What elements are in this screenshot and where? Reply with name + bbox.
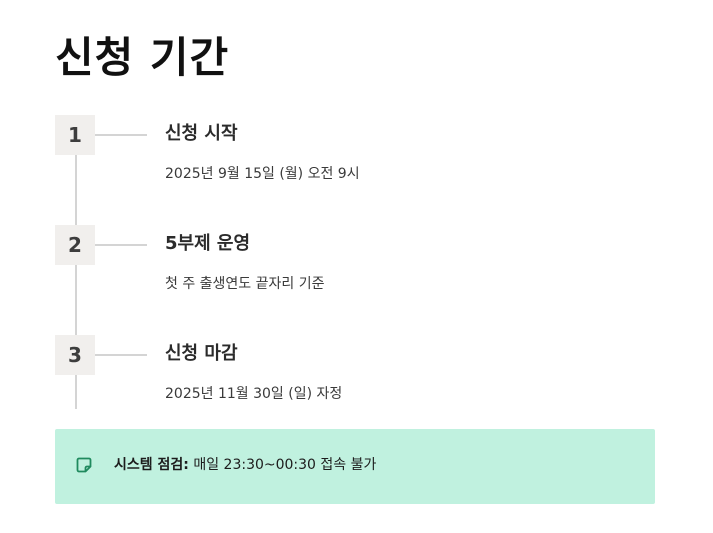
notice-label: 시스템 점검: (114, 457, 189, 473)
application-timeline: 1 신청 시작 2025년 9월 15일 (월) 오전 9시 2 5부제 운영 … (55, 115, 655, 410)
step-description: 2025년 9월 15일 (월) 오전 9시 (165, 166, 360, 182)
step-connector-line (95, 244, 147, 246)
timeline-step-deadline: 3 신청 마감 2025년 11월 30일 (일) 자정 (55, 335, 655, 415)
step-connector-line (95, 354, 147, 356)
step-title: 신청 시작 (165, 123, 238, 144)
step-number-badge: 1 (55, 115, 95, 155)
note-icon (76, 457, 92, 473)
step-number-badge: 2 (55, 225, 95, 265)
timeline-step-rotation: 2 5부제 운영 첫 주 출생연도 끝자리 기준 (55, 225, 655, 305)
notice-text: 매일 23:30~00:30 접속 불가 (188, 457, 377, 473)
step-title: 5부제 운영 (165, 233, 251, 254)
step-description: 첫 주 출생연도 끝자리 기준 (165, 276, 325, 292)
maintenance-notice: 시스템 점검: 매일 23:30~00:30 접속 불가 (55, 429, 655, 504)
step-number-badge: 3 (55, 335, 95, 375)
notice-message: 시스템 점검: 매일 23:30~00:30 접속 불가 (114, 451, 376, 479)
page-title: 신청 기간 (55, 33, 230, 82)
step-title: 신청 마감 (165, 343, 238, 364)
step-description: 2025년 11월 30일 (일) 자정 (165, 386, 343, 402)
step-connector-line (95, 134, 147, 136)
timeline-step-start: 1 신청 시작 2025년 9월 15일 (월) 오전 9시 (55, 115, 655, 195)
